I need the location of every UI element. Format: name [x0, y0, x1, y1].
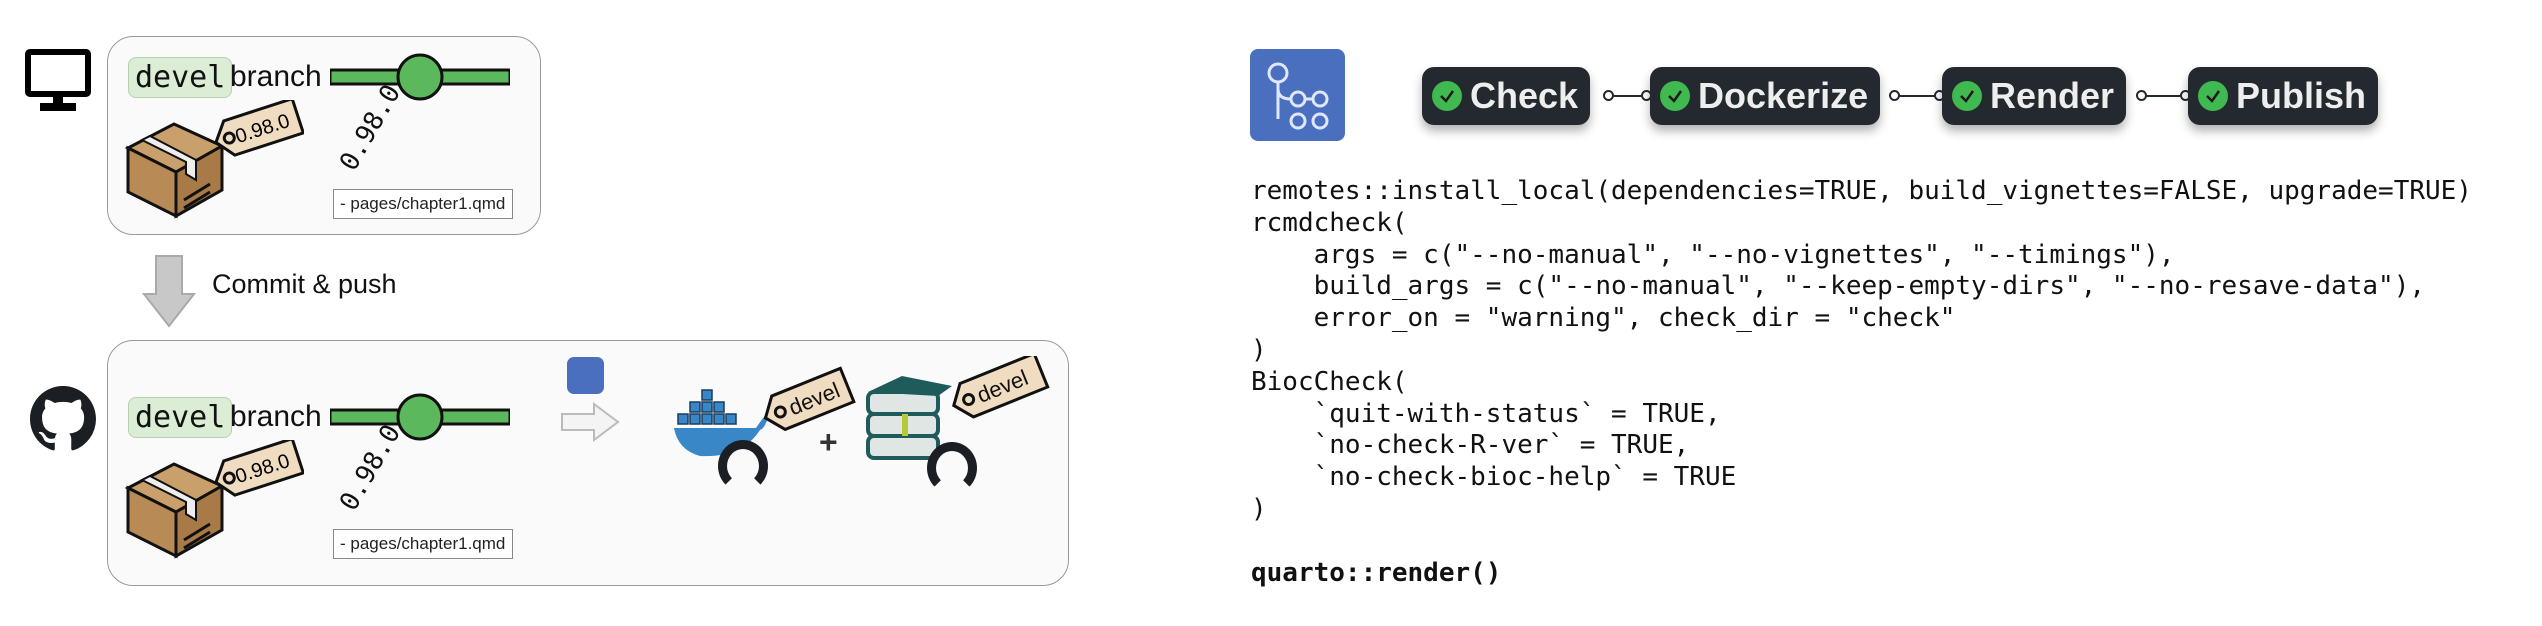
branch-label: branch: [230, 400, 322, 433]
down-arrow-icon: [142, 255, 196, 328]
code-line: remotes::install_local(dependencies=TRUE…: [1251, 176, 2472, 206]
code-line: rcmdcheck(: [1251, 207, 1408, 238]
job-render[interactable]: Render: [1942, 67, 2127, 125]
branch-name-badge: devel: [128, 57, 233, 98]
code-line: `quit-with-status` = TRUE,: [1251, 398, 1721, 429]
code-line: BiocCheck(: [1251, 366, 1408, 397]
right-arrow-icon: [561, 402, 620, 442]
github-icon: [30, 386, 96, 451]
job-publish[interactable]: Publish: [2188, 67, 2379, 125]
code-line: ): [1251, 493, 1267, 524]
plus-icon: +: [819, 424, 838, 460]
commit-node: [396, 393, 444, 441]
code-line: build_args = c("--no-manual", "--keep-em…: [1251, 271, 2425, 302]
check-circle-icon: [1952, 81, 1982, 111]
job-dockerize[interactable]: Dockerize: [1650, 67, 1881, 125]
github-actions-icon: [1250, 49, 1345, 141]
github-actions-icon: [567, 357, 604, 394]
github-icon: [718, 440, 768, 492]
commit-graph: [330, 393, 510, 441]
code-line-render: quarto::render(): [1251, 557, 1502, 588]
book-stack-icon: devel: [866, 356, 1050, 460]
job-check[interactable]: Check: [1422, 67, 1591, 125]
check-circle-icon: [1660, 81, 1690, 111]
check-circle-icon: [1432, 81, 1462, 111]
branch-label: branch: [230, 60, 322, 93]
check-circle-icon: [2198, 81, 2228, 111]
code-line: `no-check-bioc-help` = TRUE: [1251, 462, 1737, 493]
code-line: ): [1251, 334, 1267, 365]
monitor-icon: [25, 49, 91, 111]
package-icon: [124, 100, 304, 219]
package-icon: [124, 440, 304, 559]
github-icon: [927, 442, 977, 494]
code-line: `no-check-R-ver` = TRUE,: [1251, 430, 1690, 461]
commit-node: [396, 53, 444, 101]
code-line: error_on = "warning", check_dir = "check…: [1251, 303, 1956, 334]
commit-graph: [330, 53, 510, 101]
changed-file: - pages/chapter1.qmd: [333, 189, 513, 219]
branch-name-badge: devel: [128, 397, 233, 438]
code-block: remotes::install_local(dependencies=TRUE…: [1251, 176, 2472, 589]
commit-push-label: Commit & push: [212, 269, 397, 299]
changed-file: - pages/chapter1.qmd: [333, 529, 513, 559]
code-line: args = c("--no-manual", "--no-vignettes"…: [1251, 239, 2175, 270]
